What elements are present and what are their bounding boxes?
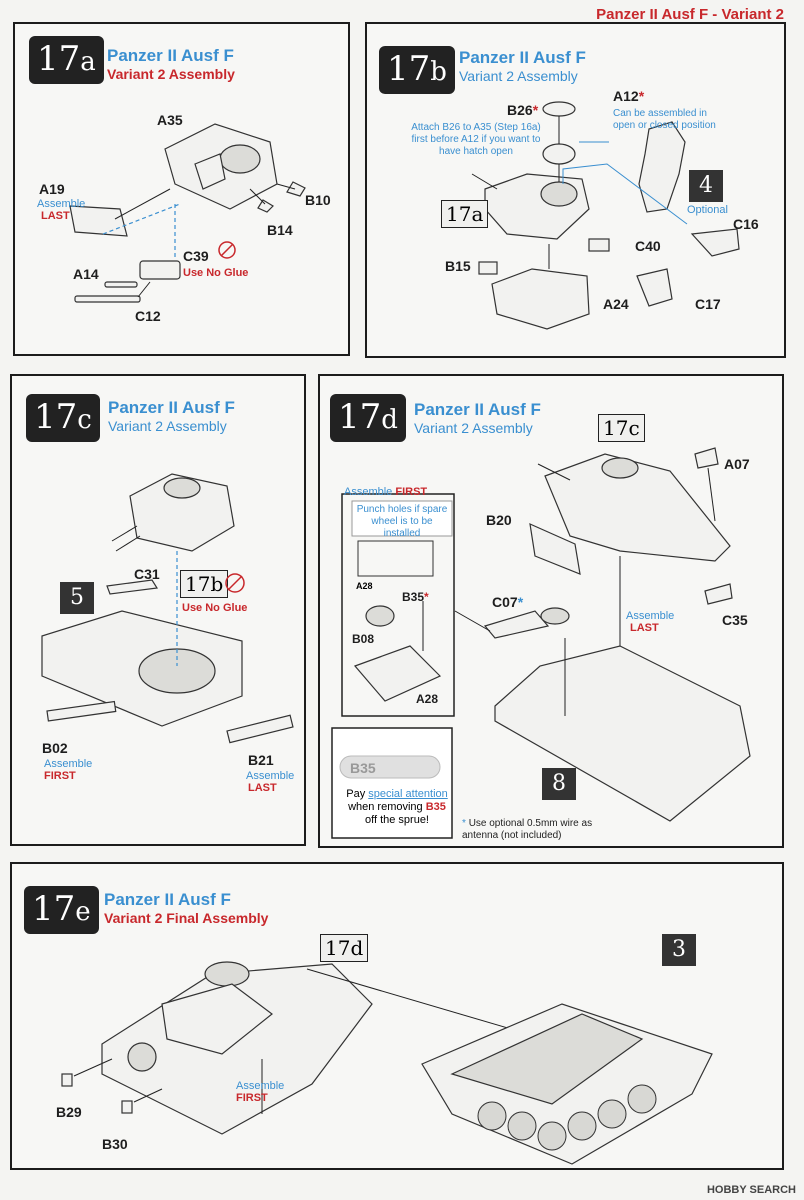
step-17c-panel: 17c Panzer II Ausf F Variant 2 Assembly … — [10, 374, 306, 846]
figure-number-8: 8 — [542, 768, 576, 800]
step-subtitle: Variant 2 Final Assembly — [104, 910, 269, 926]
step-subtitle: Variant 2 Assembly — [414, 420, 533, 436]
attention-note: Pay special attention when removing B35 … — [346, 788, 448, 826]
optional-note: Optional — [687, 204, 728, 216]
no-glue-icon — [225, 573, 245, 593]
upper-hull-drawing — [41, 473, 294, 744]
step-17b-panel: 17b Panzer II Ausf F Variant 2 Assembly … — [365, 22, 786, 358]
step-17e-panel: 17e Panzer II Ausf F Variant 2 Final Ass… — [10, 862, 784, 1170]
part-label-b10: B10 — [305, 192, 331, 208]
step-badge: 17b — [379, 46, 455, 94]
step-title: Panzer II Ausf F — [414, 400, 541, 419]
part-label-a24: A24 — [603, 296, 629, 312]
part-label-b14: B14 — [267, 222, 293, 238]
part-label-c16: C16 — [733, 216, 759, 232]
part-label-c12: C12 — [135, 308, 161, 324]
part-label-c35: C35 — [722, 612, 748, 628]
step-subtitle: Variant 2 Assembly — [459, 68, 578, 84]
sprue-label-b35: B35 — [350, 760, 376, 776]
part-label-a07: A07 — [724, 456, 750, 472]
part-label-b15: B15 — [445, 258, 471, 274]
part-label-a28: A28 — [416, 692, 439, 706]
part-label-b02: B02 — [42, 740, 68, 756]
b26-note: Attach B26 to A35 (Step 16a)first before… — [411, 122, 541, 157]
a19-note-last: LAST — [41, 210, 70, 222]
step-badge: 17c — [26, 394, 100, 442]
final-assembly-drawing — [61, 961, 713, 1165]
figure-number-4: 4 — [689, 170, 723, 202]
step-title: Panzer II Ausf F — [459, 48, 586, 67]
part-label-b21: B21 — [248, 752, 274, 768]
no-glue-note: Use No Glue — [182, 602, 248, 614]
step-badge: 17e — [24, 886, 99, 934]
part-label-a12: A12* — [613, 88, 645, 104]
a19-note-assemble: Assemble — [37, 198, 86, 210]
part-label-c07: C07* — [492, 594, 524, 610]
b21-note-last: LAST — [248, 782, 277, 794]
step-title: Panzer II Ausf F — [104, 890, 231, 909]
part-label-b08: B08 — [352, 632, 375, 646]
step-ref-17a: 17a — [441, 200, 489, 228]
step-badge: 17d — [330, 394, 406, 442]
figure-number-5: 5 — [60, 582, 94, 614]
final-first-note: FIRST — [236, 1092, 268, 1104]
part-label-b35: B35* — [402, 590, 429, 604]
turret-drawing — [471, 101, 740, 330]
part-label-a19: A19 — [39, 181, 65, 197]
step-title: Panzer II Ausf F — [108, 398, 235, 417]
part-label-b20: B20 — [486, 512, 512, 528]
page-header: Panzer II Ausf F - Variant 2 — [596, 6, 784, 23]
step-title: Panzer II Ausf F — [107, 46, 234, 65]
part-label-b29: B29 — [56, 1104, 82, 1120]
step-subtitle: Variant 2 Assembly — [108, 418, 227, 434]
step-ref-17b: 17b — [180, 570, 229, 598]
step-badge: 17a — [29, 36, 104, 84]
part-label-b26: B26* — [507, 102, 539, 118]
part-label-c17: C17 — [695, 296, 721, 312]
b02-note-first: FIRST — [44, 770, 76, 782]
assemble-last-note-2: LAST — [630, 622, 659, 634]
b21-note-assemble: Assemble — [246, 770, 295, 782]
part-label-b30: B30 — [102, 1136, 128, 1152]
part-label-a35: A35 — [157, 112, 183, 128]
assemble-first-label: Assemble FIRST — [344, 486, 428, 498]
part-label-c39: C39 — [183, 248, 209, 264]
part-label-a28-small: A28 — [356, 581, 373, 591]
antenna-note: * Use optional 0.5mm wire as antenna (no… — [462, 818, 593, 841]
step-subtitle: Variant 2 Assembly — [107, 66, 235, 82]
part-label-a14: A14 — [73, 266, 99, 282]
step-ref-17c: 17c — [598, 414, 645, 442]
assemble-last-note-1: Assemble — [626, 610, 675, 622]
hull-assembly-drawing — [331, 447, 751, 839]
step-17d-panel: 17d Panzer II Ausf F Variant 2 Assembly … — [318, 374, 784, 848]
b02-note-assemble: Assemble — [44, 758, 93, 770]
watermark: HOBBY SEARCH — [706, 1184, 796, 1196]
c39-no-glue: Use No Glue — [183, 267, 249, 279]
figure-number-3: 3 — [662, 934, 696, 966]
step-17a-panel: 17a Panzer II Ausf F Variant 2 Assembly … — [13, 22, 350, 356]
part-label-c40: C40 — [635, 238, 661, 254]
hull-front-drawing — [69, 123, 306, 303]
final-assemble-note: Assemble — [236, 1080, 285, 1092]
part-label-c31: C31 — [134, 566, 160, 582]
step-ref-17d: 17d — [320, 934, 369, 962]
